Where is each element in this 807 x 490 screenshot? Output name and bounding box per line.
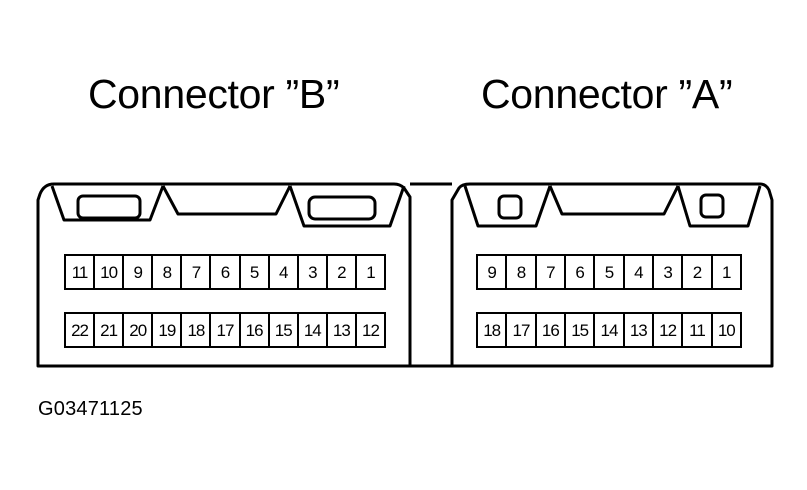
pin-cell: 11 (681, 314, 710, 346)
connector-a-pin-row-bottom: 18 17 16 15 14 13 12 11 10 (476, 312, 742, 348)
pin-cell: 6 (209, 256, 238, 288)
pin-cell: 10 (710, 314, 740, 346)
pin-cell: 11 (71, 262, 89, 282)
pin-cell: 2 (681, 256, 710, 288)
pin-cell: 12 (354, 314, 384, 346)
pin-cell: 16 (238, 314, 268, 346)
pin-cell: 4 (622, 256, 652, 288)
pin-cell: 17 (505, 314, 534, 346)
pin-cell: 1 (354, 256, 384, 288)
connector-b-latch-window-left (76, 194, 142, 220)
pin-cell: 14 (593, 314, 622, 346)
pin-cell: 4 (267, 256, 297, 288)
pin-cell: 18 (180, 314, 209, 346)
pin-cell: 1 (710, 256, 740, 288)
pin-cell: 22 (71, 320, 89, 340)
pin-cell: 8 (505, 256, 534, 288)
pin-cell: 7 (180, 256, 209, 288)
pin-cell: 13 (325, 314, 355, 346)
connector-a-title: Connector ”A” (481, 71, 733, 117)
connector-b-housing (36, 182, 412, 368)
pin-cell: 8 (151, 256, 180, 288)
pin-cell: 20 (122, 314, 151, 346)
connector-b-pin-row-top: 11 10 9 8 7 6 5 4 3 2 1 (64, 254, 386, 290)
pin-cell: 6 (563, 256, 593, 288)
pin-cell: 9 (122, 256, 151, 288)
pin-cell: 5 (593, 256, 622, 288)
figure-code: G03471125 (38, 398, 143, 420)
pin-cell: 21 (93, 314, 122, 346)
pin-cell: 17 (209, 314, 238, 346)
pin-cell: 10 (93, 256, 122, 288)
pin-cell: 7 (534, 256, 564, 288)
pin-cell: 3 (296, 256, 326, 288)
pin-cell: 19 (151, 314, 180, 346)
pin-cell: 12 (651, 314, 681, 346)
pin-cell: 9 (487, 262, 496, 282)
connector-a-latch-window-left (497, 194, 523, 220)
pin-cell: 13 (622, 314, 652, 346)
pin-cell: 2 (325, 256, 355, 288)
connector-a-latch-window-right (699, 193, 725, 219)
connector-a-pin-row-top: 9 8 7 6 5 4 3 2 1 (476, 254, 742, 290)
pin-cell: 14 (296, 314, 326, 346)
pin-cell: 5 (238, 256, 268, 288)
pin-cell: 15 (267, 314, 297, 346)
connector-a-housing (450, 182, 774, 368)
pin-cell: 3 (651, 256, 681, 288)
pin-cell: 16 (534, 314, 564, 346)
connector-a-latch-ridge (463, 185, 762, 228)
pin-cell: 15 (563, 314, 593, 346)
connector-b-latch-window-right (307, 195, 377, 221)
connector-b-title: Connector ”B” (88, 71, 340, 117)
connector-b-pin-row-bottom: 22 21 20 19 18 17 16 15 14 13 12 (64, 312, 386, 348)
pin-cell: 18 (483, 320, 501, 340)
connector-b-latch-ridge (50, 185, 406, 228)
